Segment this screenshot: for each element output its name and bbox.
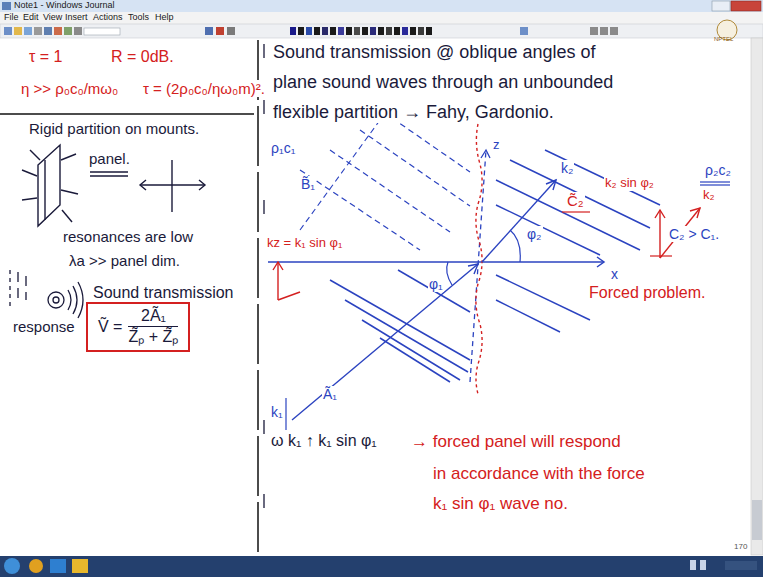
wave-label: Ã₁ — [322, 386, 338, 402]
note-text: resonances are low — [62, 228, 194, 245]
menu-bar — [0, 12, 763, 24]
menu-item: Help — [155, 12, 174, 22]
angle-label: φ₂ — [526, 226, 543, 242]
equation: τ = (2ρ₀c₀/ηω₀m)². — [142, 80, 266, 97]
menu-item: Insert — [65, 12, 88, 22]
toolbar — [0, 24, 763, 38]
toolbar-icons — [4, 27, 618, 35]
note-text: ω k₁ ↑ k₁ sin φ₁ — [270, 432, 378, 450]
note-text: C₂ > C₁. — [668, 226, 720, 242]
formula-box: Ṽ = 2Ã₁Z̃ₚ + Z̃ₚ — [86, 302, 190, 352]
medium-label: ρ₂c₂ — [704, 162, 732, 178]
panel-sketch — [22, 145, 205, 226]
taskbar — [0, 556, 763, 577]
heading-text: Sound transmission @ oblique angles of — [272, 42, 596, 63]
wave-label: k₂ — [560, 160, 574, 176]
heading-text: flexible partition → Fahy, Gardonio. — [272, 102, 555, 123]
taskbar-icons — [4, 558, 757, 574]
heading-text: plane sound waves through an unbounded — [272, 72, 614, 93]
divider-line — [0, 113, 254, 115]
axis-label: x — [610, 266, 619, 282]
note-text: k₁ sin φ₁ wave no. — [432, 494, 569, 514]
fraction: 2Ã₁Z̃ₚ + Z̃ₚ — [128, 307, 178, 347]
axis-label: z — [492, 138, 501, 153]
title-bar — [0, 0, 763, 12]
medium-label: ρ₁c₁ — [270, 140, 296, 156]
wave-label: k₂ — [702, 188, 716, 203]
speaker-sketch — [18, 272, 83, 318]
note-text: Forced problem. — [588, 284, 707, 302]
menu-item: View — [43, 12, 62, 22]
wave-label: k₁ — [270, 404, 284, 420]
note-text: in accordance with the force — [432, 464, 646, 484]
note-text: → forced panel will respond — [410, 432, 622, 452]
note-text: Sound transmission — [92, 284, 235, 302]
window-title: Note1 - Windows Journal — [14, 0, 115, 10]
margin-mark — [9, 270, 10, 306]
logo-text: NPTEL — [714, 36, 733, 43]
note-text: Rigid partition on mounts. — [28, 120, 200, 137]
menu-item: File — [4, 12, 19, 22]
wave-label: k₂ sin φ₂ — [604, 176, 655, 191]
angle-label: φ₁ — [428, 276, 444, 292]
menu-item: Actions — [93, 12, 123, 22]
note-text: λa >> panel dim. — [68, 252, 181, 269]
margin-mark — [263, 44, 264, 508]
equation: η >> ρ₀c₀/mω₀ — [20, 80, 119, 97]
oblique-wave-diagram — [268, 118, 730, 430]
part-label: panel. — [88, 150, 131, 167]
scroll-thumb — [752, 500, 762, 540]
scrollbar — [751, 38, 763, 555]
wave-label: B̃₁ — [300, 176, 316, 192]
app-icon — [2, 2, 11, 10]
formula-lhs: Ṽ = — [98, 318, 122, 336]
fraction-numerator: 2Ã₁ — [128, 307, 178, 327]
minimize-button — [712, 1, 730, 11]
note-text: response — [12, 318, 76, 335]
menu-item: Edit — [23, 12, 39, 22]
fraction-denominator: Z̃ₚ + Z̃ₚ — [129, 327, 179, 346]
close-button — [731, 1, 761, 11]
menu-item: Tools — [128, 12, 149, 22]
wave-label: C̃₂ — [566, 192, 585, 209]
equation: kz = k₁ sin φ₁ — [266, 236, 343, 251]
equation: τ = 1 — [28, 48, 63, 66]
page-number: 170 — [734, 542, 747, 551]
divider-line — [257, 40, 259, 552]
equation: R = 0dB. — [110, 48, 175, 66]
